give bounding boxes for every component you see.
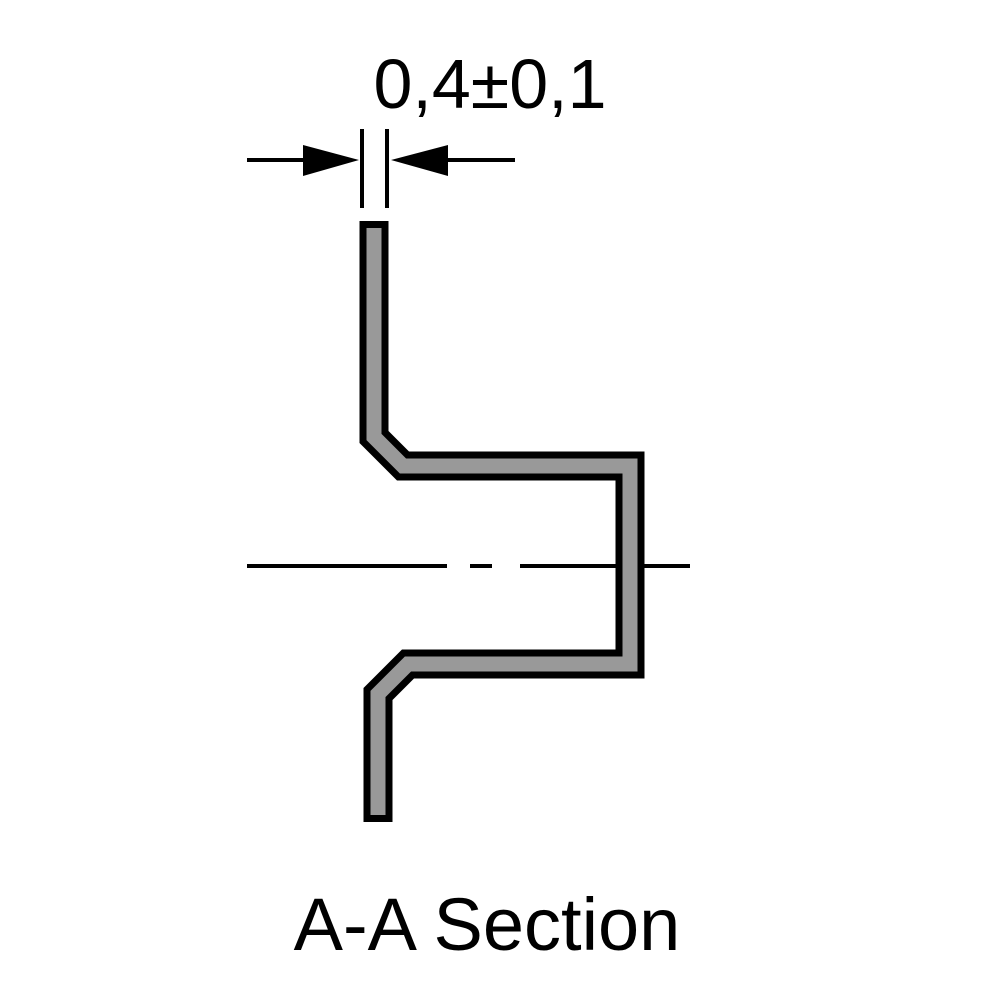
thickness-dimension-label: 0,4±0,1 — [373, 45, 606, 123]
sheet-profile — [359, 221, 645, 822]
arrowhead-left-icon — [303, 145, 359, 176]
section-title: A-A Section — [294, 883, 681, 966]
arrowhead-right-icon — [391, 145, 448, 176]
dimension-lines — [247, 129, 515, 208]
